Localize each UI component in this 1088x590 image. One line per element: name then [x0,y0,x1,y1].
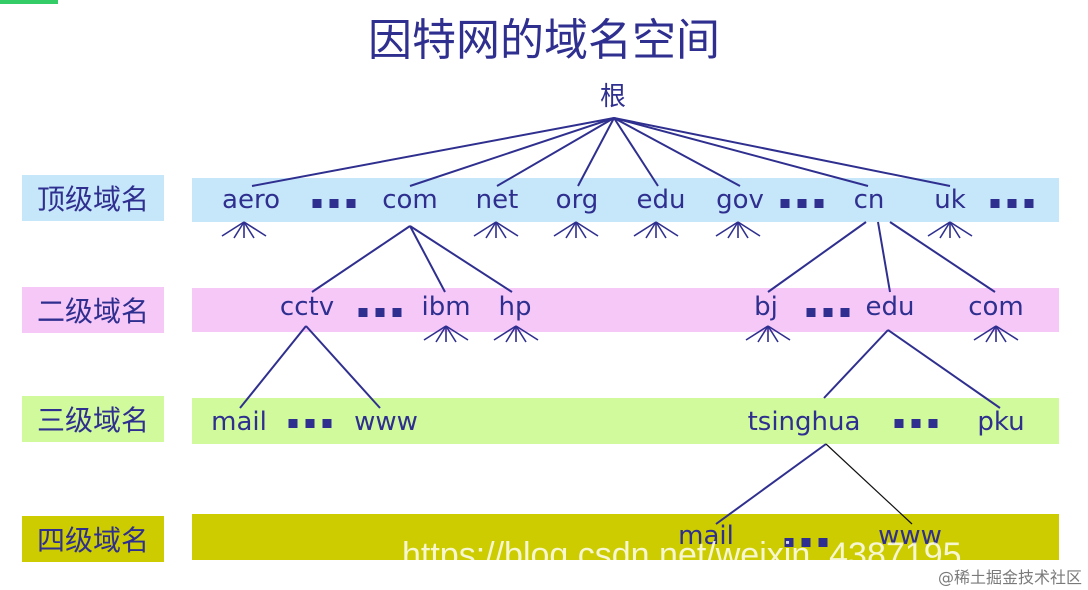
elided-branch-fans [221,221,1019,343]
corner-accent [0,0,58,4]
fan-uk [927,221,973,239]
edge-cctv-www [305,325,381,409]
edge-com-cctv [311,225,411,293]
node-www-cctv: www [354,407,418,437]
ellipsis-top-1 [312,199,356,208]
edge-cn-com [889,221,996,293]
edge-root-net [496,117,615,187]
band-second-level [192,288,1059,332]
edge-cctv-mail [239,325,307,409]
node-net: net [475,185,519,215]
edge-com-hp [409,225,513,293]
edge-tsinghua-www [825,443,913,525]
edge-root-org [577,117,615,187]
node-bj: bj [754,292,778,322]
edge-com-ibm [409,225,446,293]
fan-gov [715,221,761,239]
node-aero: aero [222,185,280,215]
level-label-top: 顶级域名 [22,175,164,221]
node-pku: pku [977,407,1025,437]
node-mail-tsinghua: mail [678,521,734,551]
edge-edu-tsinghua [823,329,889,399]
edge-cn-edu [877,221,891,293]
node-cn: cn [853,185,885,215]
node-com: com [382,185,438,215]
node-gov: gov [716,185,764,215]
ellipsis-top-2 [780,199,824,208]
node-uk: uk [934,185,966,215]
ellipsis-third-1 [288,419,332,428]
edge-root-uk [613,117,951,187]
ellipsis-second-2 [806,308,850,317]
edge-tsinghua-mail [715,443,827,525]
node-mail-cctv: mail [211,407,267,437]
edge-cn-bj [767,221,867,293]
band-fourth-level [192,514,1059,560]
ellipsis-third-2 [894,419,938,428]
node-hp: hp [498,292,532,322]
fan-net [473,221,519,239]
edge-edu-pku [887,329,1001,409]
node-org: org [555,185,599,215]
node-edu: edu [636,185,686,215]
fan-ibm [423,325,469,343]
node-tsinghua: tsinghua [747,407,861,437]
node-com-cn: com [968,292,1024,322]
ellipsis-fourth-1 [784,538,828,547]
node-root: 根 [599,82,627,112]
fan-aero [221,221,267,239]
edge-root-com [409,117,615,187]
edge-root-cn [613,117,869,187]
fan-com2 [973,325,1019,343]
level-label-fourth: 四级域名 [22,516,164,562]
fan-org [553,221,599,239]
node-ibm: ibm [421,292,471,322]
fan-hp [493,325,539,343]
ellipsis-second-1 [358,308,402,317]
level-label-third: 三级域名 [22,396,164,442]
ellipsis-top-3 [990,199,1034,208]
fan-bj [745,325,791,343]
edge-root-aero [251,117,615,187]
node-cctv: cctv [279,292,335,322]
diagram-title: 因特网的域名空间 [368,15,720,66]
watermark-juejin: @稀土掘金技术社区 [937,568,1082,587]
edge-root-gov [613,117,741,187]
fan-edu [633,221,679,239]
watermark-url: https://blog.csdn.net/weixin_4387195 [402,536,962,574]
node-www-tsinghua: www [878,521,942,551]
level-label-second: 二级域名 [22,287,164,333]
node-edu-cn: edu [865,292,915,322]
edge-root-edu [613,117,659,187]
